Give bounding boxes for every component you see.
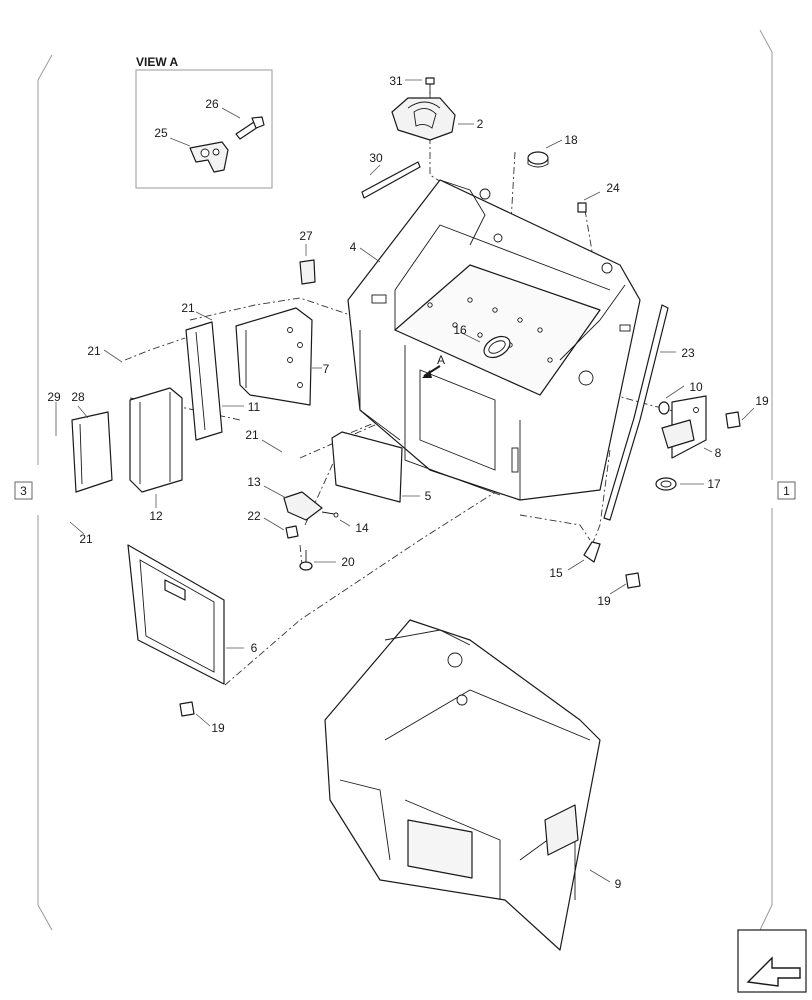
- grommet-part-17[interactable]: [655, 477, 677, 491]
- screw-part-22[interactable]: [285, 525, 299, 539]
- callout: 5: [425, 489, 432, 503]
- page-ref-right[interactable]: 1: [777, 481, 796, 500]
- callout: 14: [355, 521, 369, 535]
- callout: 11: [248, 400, 261, 414]
- callout: 4: [350, 240, 357, 254]
- callouts: 31 2 18 24 30 26 25 27 4 16 23 21 21 7 2…: [47, 74, 769, 891]
- callout: 30: [369, 151, 383, 165]
- leader-lines: [55, 79, 755, 883]
- callout: 25: [154, 126, 168, 140]
- callout: 21: [79, 532, 93, 546]
- callout: 24: [606, 181, 620, 195]
- cover-part-2[interactable]: [391, 97, 456, 141]
- strip-part-30[interactable]: [361, 161, 421, 199]
- housing-part-9[interactable]: [324, 619, 601, 951]
- panel-part-28[interactable]: [71, 411, 113, 493]
- callout: 29: [47, 390, 61, 404]
- panel-part-11[interactable]: [185, 321, 223, 441]
- bolt-part-19c[interactable]: [179, 701, 195, 717]
- callout: 21: [181, 301, 195, 315]
- callout: 9: [615, 877, 622, 891]
- callout: 22: [247, 509, 261, 523]
- plug-part-24[interactable]: [577, 202, 587, 213]
- view-a-arrow-label: A: [437, 353, 445, 367]
- knob-part-18[interactable]: [527, 151, 549, 168]
- callout: 6: [251, 641, 258, 655]
- cover-plate-part-5[interactable]: [331, 431, 403, 503]
- bolt-part-20[interactable]: [299, 550, 313, 571]
- svg-text:1: 1: [783, 484, 790, 498]
- callout: 26: [205, 97, 219, 111]
- page-frame: [37, 29, 773, 931]
- callout: 23: [681, 346, 695, 360]
- bracket-part-7[interactable]: [235, 307, 313, 406]
- callout: 2: [477, 117, 484, 131]
- bracket-part-15[interactable]: [583, 541, 601, 563]
- door-panel-part-6[interactable]: [127, 544, 225, 685]
- callout: 17: [707, 477, 721, 491]
- callout: 12: [149, 509, 163, 523]
- block-part-27[interactable]: [299, 259, 316, 285]
- callout: 19: [211, 721, 225, 735]
- page-ref-left[interactable]: 3: [14, 481, 33, 500]
- return-arrow-icon[interactable]: [737, 929, 807, 993]
- bolt-part-19b[interactable]: [625, 572, 641, 589]
- callout: 13: [247, 475, 261, 489]
- bracket-part-8[interactable]: [661, 395, 707, 459]
- panel-part-12[interactable]: [129, 387, 183, 493]
- callout: 31: [389, 74, 403, 88]
- callout: 27: [299, 229, 313, 243]
- callout: 16: [453, 323, 467, 337]
- view-a-title: VIEW A: [136, 55, 179, 69]
- callout: 21: [87, 344, 101, 358]
- callout: 19: [755, 394, 769, 408]
- view-a-inset: VIEW A: [135, 55, 273, 189]
- svg-text:3: 3: [20, 484, 27, 498]
- view-a-arrow: A: [422, 353, 445, 378]
- callout: 20: [341, 555, 355, 569]
- bolt-part-31[interactable]: [425, 77, 435, 94]
- callout: 21: [245, 428, 259, 442]
- callout: 8: [715, 446, 722, 460]
- edge-strip-part-23[interactable]: [603, 304, 669, 521]
- callout: 28: [71, 390, 85, 404]
- latch-part-13[interactable]: [283, 491, 323, 521]
- callout: 7: [323, 362, 330, 376]
- pin-part-14[interactable]: [321, 511, 339, 518]
- callout: 18: [564, 133, 578, 147]
- callout: 10: [689, 380, 703, 394]
- callout: 15: [549, 566, 563, 580]
- callout: 19: [597, 594, 611, 608]
- washer-part-10[interactable]: [658, 401, 670, 415]
- grommet-part-16[interactable]: [480, 332, 513, 362]
- bolt-part-19a[interactable]: [725, 411, 741, 429]
